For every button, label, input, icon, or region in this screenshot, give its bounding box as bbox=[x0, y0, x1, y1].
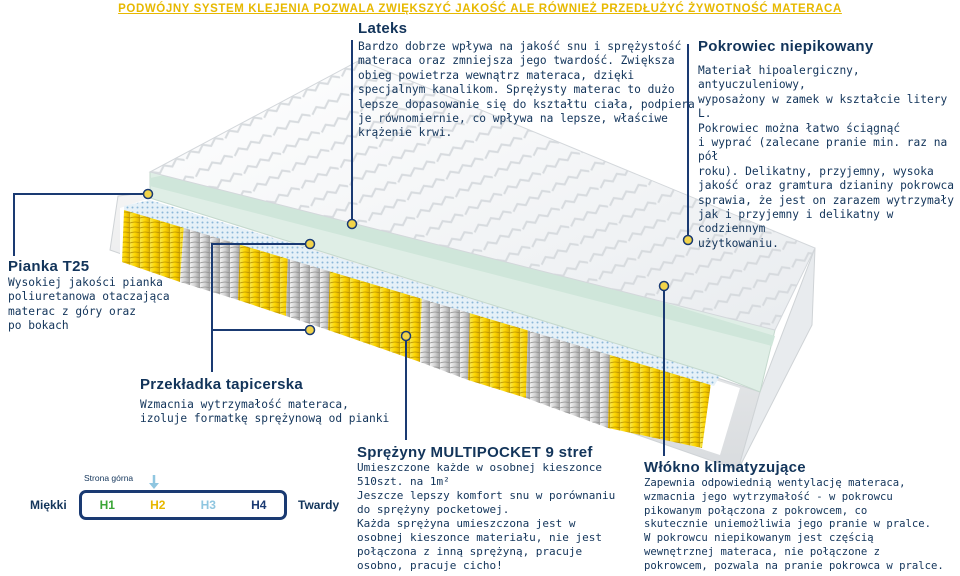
hardness-h1: H1 bbox=[99, 498, 115, 512]
latex-description: Bardzo dobrze wpływa na jakość snu i spr… bbox=[358, 40, 695, 140]
callout-dots bbox=[142, 188, 694, 342]
upholstery-layer bbox=[124, 200, 720, 386]
mattress-end bbox=[737, 247, 816, 471]
soft-label: Miękki bbox=[30, 498, 67, 512]
callout-lines bbox=[13, 40, 689, 456]
foam-title: Pianka T25 bbox=[8, 258, 90, 275]
fiber-title: Włókno klimatyzujące bbox=[644, 459, 806, 476]
cover-title: Pokrowiec niepikowany bbox=[698, 38, 874, 55]
hard-label: Twardy bbox=[298, 498, 340, 512]
spring-zones bbox=[122, 210, 712, 448]
upholstery-title: Przekładka tapicerska bbox=[140, 376, 304, 393]
latex-title: Lateks bbox=[358, 20, 408, 37]
arrow-down-icon bbox=[149, 475, 159, 489]
hardness-scale: H1 H2 H3 H4 bbox=[79, 490, 287, 520]
hardness-h4: H4 bbox=[251, 498, 267, 512]
headline-banner: PODWÓJNY SYSTEM KLEJENIA POZWALA ZWIĘKSZ… bbox=[118, 3, 842, 15]
upholstery-description: Wzmacnia wytrzymałość materaca,izoluje f… bbox=[140, 398, 390, 426]
top-side-label: Strona górna bbox=[84, 473, 134, 483]
fiber-description: Zapewnia odpowiednią wentylację materaca… bbox=[644, 477, 944, 572]
hardness-h2: H2 bbox=[150, 498, 166, 512]
springs-title: Sprężyny MULTIPOCKET 9 stref bbox=[357, 444, 593, 461]
cover-description: Materiał hipoalergiczny, antyuczuleniowy… bbox=[698, 64, 954, 250]
hardness-h3: H3 bbox=[200, 498, 216, 512]
